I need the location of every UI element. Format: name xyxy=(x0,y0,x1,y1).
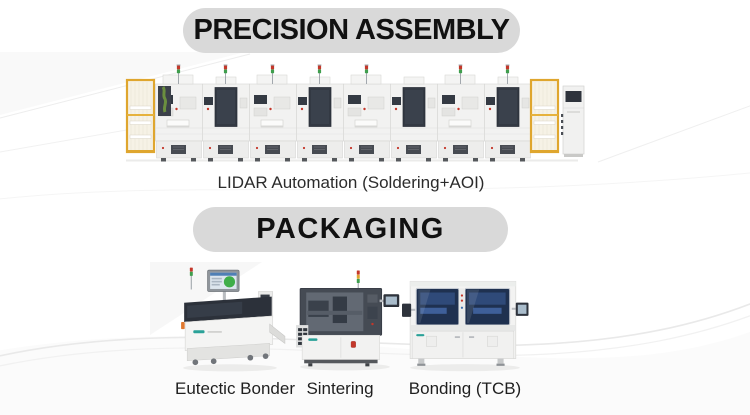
right-safety-cage xyxy=(528,78,561,155)
cable-chain xyxy=(161,86,168,113)
lidar-line-caption: LIDAR Automation (Soldering+AOI) xyxy=(217,173,485,192)
left-safety-cage xyxy=(124,78,157,155)
machine-module xyxy=(485,77,532,162)
machine-shadow xyxy=(300,363,390,371)
machine-module xyxy=(250,75,297,162)
cabinet-screen xyxy=(565,91,582,102)
machine-module xyxy=(344,75,391,162)
caster-wheels xyxy=(192,353,269,366)
left-process-window xyxy=(415,287,460,326)
packaging-banner-label: PACKAGING xyxy=(256,213,445,245)
machine-label-bonding-tcb: Bonding (TCB) xyxy=(408,379,522,398)
machine-module xyxy=(156,75,203,162)
wafer-map-screen xyxy=(223,276,236,288)
emergency-stop-button xyxy=(350,341,356,348)
side-monitor xyxy=(379,294,400,307)
machine-module xyxy=(203,77,250,162)
packaging-banner: PACKAGING xyxy=(193,207,508,252)
brand-logo xyxy=(416,334,425,337)
machine-foot xyxy=(418,358,425,364)
left-side-monitor xyxy=(402,303,416,317)
machine-body xyxy=(184,315,274,351)
bonding-tcb-illustration xyxy=(402,280,529,372)
sintering-machine-illustration xyxy=(296,270,400,371)
lidar-automation-line-illustration xyxy=(124,64,585,166)
machine-shadow xyxy=(183,364,277,372)
brand-logo xyxy=(308,338,318,341)
machine-shadow xyxy=(410,364,520,372)
machine-module xyxy=(297,77,344,162)
right-process-window xyxy=(464,287,511,326)
signal-tower-icon xyxy=(189,267,193,290)
output-chute xyxy=(269,323,286,344)
precision-assembly-banner: PRECISION ASSEMBLY xyxy=(183,8,520,53)
precision-assembly-banner-label: PRECISION ASSEMBLY xyxy=(193,14,510,46)
right-side-monitor xyxy=(511,302,529,316)
signal-tower-icon xyxy=(356,270,360,289)
machine-label-eutectic-bonder: Eutectic Bonder xyxy=(174,379,295,398)
operator-monitor xyxy=(207,269,240,302)
eutectic-bonder-illustration xyxy=(181,267,286,372)
brand-logo xyxy=(193,330,205,334)
machine-module xyxy=(438,75,485,162)
machine-module xyxy=(391,77,438,162)
control-cabinet xyxy=(561,85,585,157)
machine-label-sintering: Sintering xyxy=(306,379,374,398)
machine-foot xyxy=(497,358,504,364)
handle xyxy=(181,322,185,330)
